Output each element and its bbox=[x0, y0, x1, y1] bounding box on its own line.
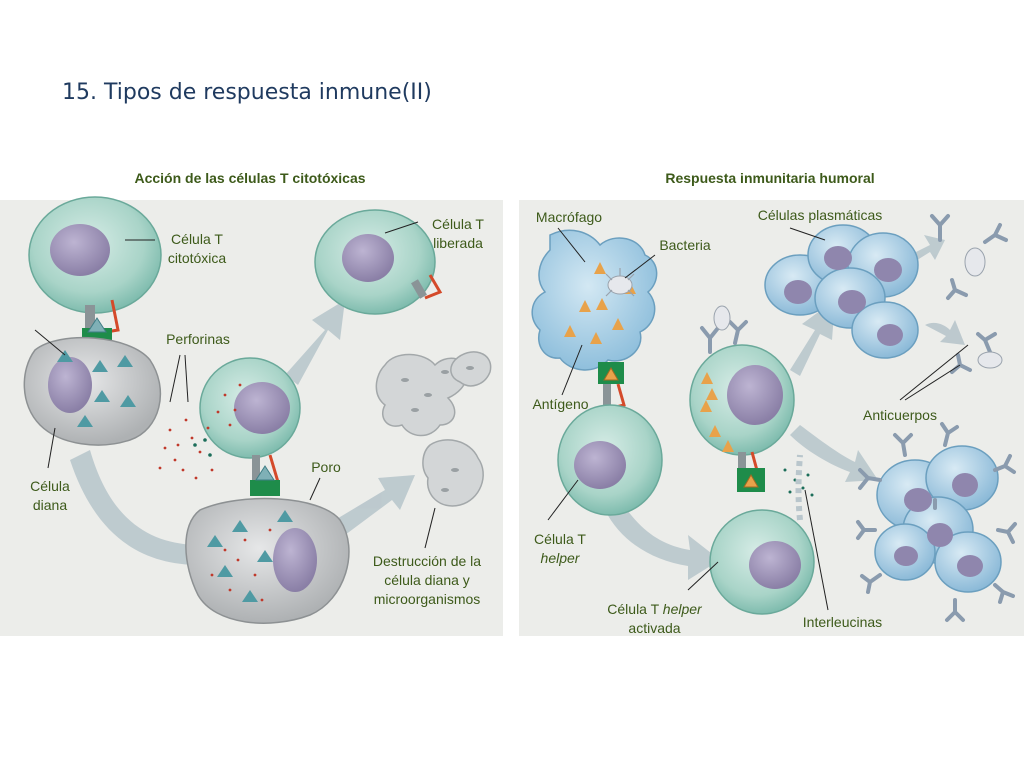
cytotoxic-t-cell bbox=[28, 196, 162, 344]
right-flow-arrows bbox=[605, 235, 965, 580]
activated-helper-t-cell bbox=[709, 509, 815, 615]
interleukins-label: Interleucinas bbox=[802, 614, 883, 630]
helper-t-cell-label: Célula T helper bbox=[534, 531, 586, 566]
pore-label: Poro bbox=[311, 459, 341, 475]
antibody-coated-cluster bbox=[856, 422, 1017, 622]
slide-title: 15. Tipos de respuesta inmune(II) bbox=[62, 80, 432, 105]
macrophage-label: Macrófago bbox=[535, 209, 603, 225]
bacteria-label: Bacteria bbox=[659, 237, 711, 253]
perforin-dots-teal bbox=[193, 438, 212, 457]
antibodies-label: Anticuerpos bbox=[863, 407, 937, 423]
left-panel-title: Acción de las células T citotóxicas bbox=[134, 170, 366, 186]
plasma-cells bbox=[764, 224, 919, 359]
macrophage bbox=[531, 229, 658, 384]
helper-t-cell bbox=[557, 383, 663, 516]
bacterium-on-b-cell bbox=[713, 305, 731, 331]
antigen-label: Antígeno bbox=[532, 396, 589, 412]
free-antibodies bbox=[930, 214, 1008, 374]
perforins-label: Perforinas bbox=[166, 331, 230, 347]
right-panel-title: Respuesta inmunitaria humoral bbox=[665, 170, 875, 186]
middle-t-cell bbox=[199, 357, 301, 496]
right-leader-lines bbox=[547, 227, 969, 611]
b-cell bbox=[689, 305, 795, 492]
perforin-dots bbox=[158, 383, 242, 480]
plasma-cells-label: Células plasmáticas bbox=[757, 207, 883, 223]
left-leader-lines bbox=[34, 221, 436, 549]
destruction-label: Destrucción de la célula diana y microor… bbox=[372, 553, 482, 607]
released-t-cell-label: Célula T liberada bbox=[432, 216, 484, 251]
bacteria-cluster bbox=[605, 268, 635, 297]
released-t-cell bbox=[314, 209, 443, 315]
pored-target-cell bbox=[185, 497, 350, 624]
target-cell bbox=[23, 336, 162, 446]
activated-helper-label: Célula T helper activada bbox=[607, 601, 702, 636]
cytotoxic-t-cell-label: Célula T citotóxica bbox=[167, 231, 227, 266]
target-cell-label: Célula diana bbox=[30, 478, 70, 513]
free-bacteria bbox=[964, 247, 1003, 369]
